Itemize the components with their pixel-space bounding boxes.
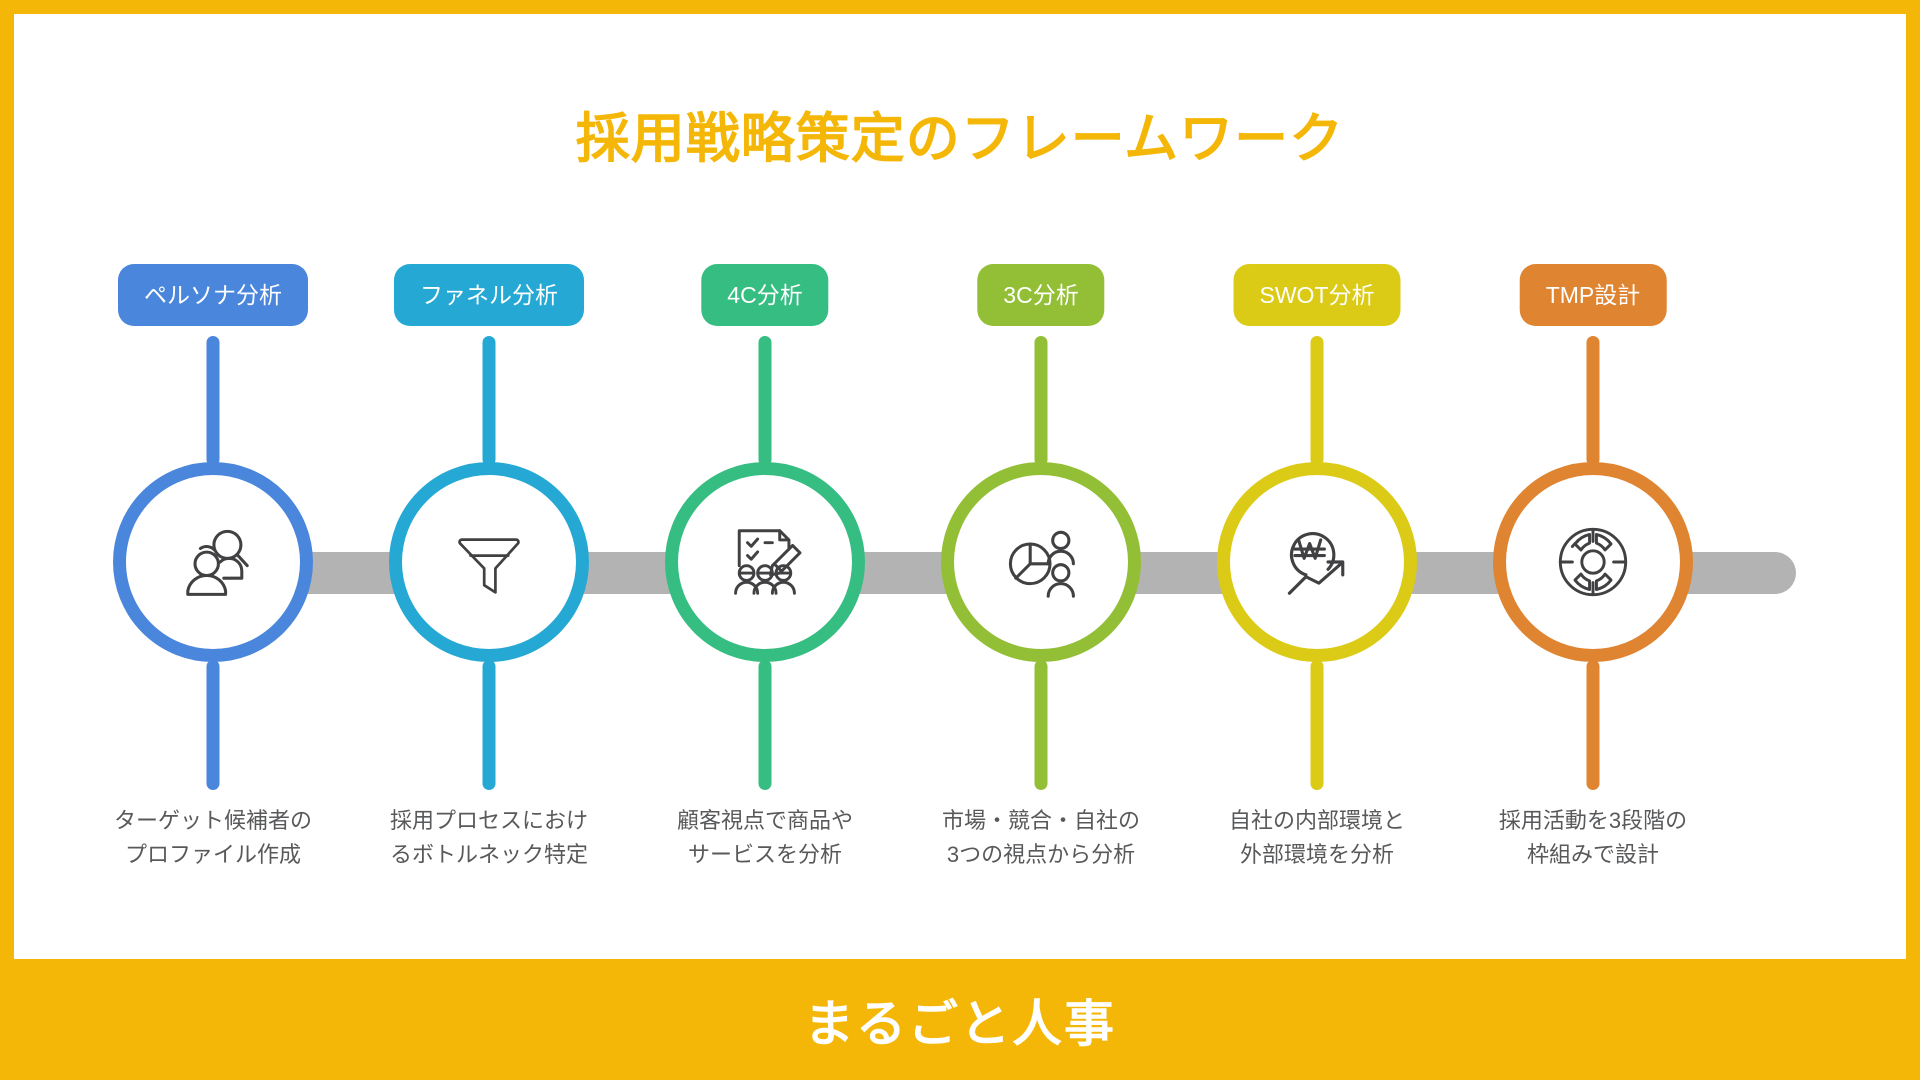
step-item-5[interactable]: SWOT分析 自社の内部環境と 外部: [1178, 264, 1456, 867]
step-pill-3[interactable]: 4C分析: [701, 264, 829, 326]
steps-container: ペルソナ分析 ターゲット候補者の プ: [14, 14, 1906, 959]
funnel-icon: [449, 522, 529, 602]
step-stem-bottom-1: [206, 660, 220, 790]
target-wheel-icon: [1550, 519, 1636, 605]
step-circle-3: [665, 462, 865, 662]
content-canvas: 採用戦略策定のフレームワーク ペルソナ分析: [14, 14, 1906, 959]
brand-name: まるごと人事: [804, 995, 1116, 1052]
step-caption-6: 採用活動を3段階の 枠組みで設計: [1498, 808, 1688, 867]
step-pill-2[interactable]: ファネル分析: [394, 264, 584, 326]
step-pill-6[interactable]: TMP設計: [1519, 264, 1667, 326]
step-item-4[interactable]: 3C分析: [902, 264, 1180, 867]
step-stem-top-6: [1586, 336, 1600, 466]
page-title: 採用戦略策定のフレームワーク: [575, 109, 1345, 169]
step-caption-5: 自社の内部環境と 外部環境を分析: [1228, 808, 1405, 867]
step-circle-2: [389, 462, 589, 662]
step-item-1[interactable]: ペルソナ分析 ターゲット候補者の プ: [74, 264, 352, 867]
step-item-3[interactable]: 4C分析: [626, 264, 904, 867]
step-pill-5[interactable]: SWOT分析: [1233, 264, 1401, 326]
step-circle-1: [113, 462, 313, 662]
step-stem-top-3: [758, 336, 772, 466]
footer-bar: まるごと人事: [0, 959, 1920, 1080]
step-stem-bottom-2: [482, 660, 496, 790]
people-search-icon: [168, 517, 258, 607]
step-caption-1: ターゲット候補者の プロファイル作成: [113, 808, 312, 867]
step-caption-3: 顧客視点で商品や サービスを分析: [676, 808, 853, 867]
step-stem-bottom-3: [758, 660, 772, 790]
step-stem-bottom-6: [1586, 660, 1600, 790]
step-circle-5: [1217, 462, 1417, 662]
step-circle-4: [941, 462, 1141, 662]
step-pill-4[interactable]: 3C分析: [977, 264, 1105, 326]
step-pill-1[interactable]: ペルソナ分析: [118, 264, 308, 326]
step-caption-2: 採用プロセスにおけ るボトルネック特定: [389, 808, 588, 867]
step-stem-top-2: [482, 336, 496, 466]
step-caption-4: 市場・競合・自社の 3つの視点から分析: [941, 808, 1140, 867]
piechart-people-icon: [996, 517, 1086, 607]
step-stem-top-4: [1034, 336, 1048, 466]
survey-people-icon: [719, 516, 811, 608]
step-stem-top-5: [1310, 336, 1324, 466]
step-stem-bottom-5: [1310, 660, 1324, 790]
step-item-6[interactable]: TMP設計: [1454, 264, 1732, 867]
step-stem-top-1: [206, 336, 220, 466]
currency-growth-icon: [1271, 516, 1363, 608]
step-circle-6: [1493, 462, 1693, 662]
step-stem-bottom-4: [1034, 660, 1048, 790]
step-item-2[interactable]: ファネル分析 採用プロセスにおけ るボトルネック特定: [350, 264, 628, 867]
